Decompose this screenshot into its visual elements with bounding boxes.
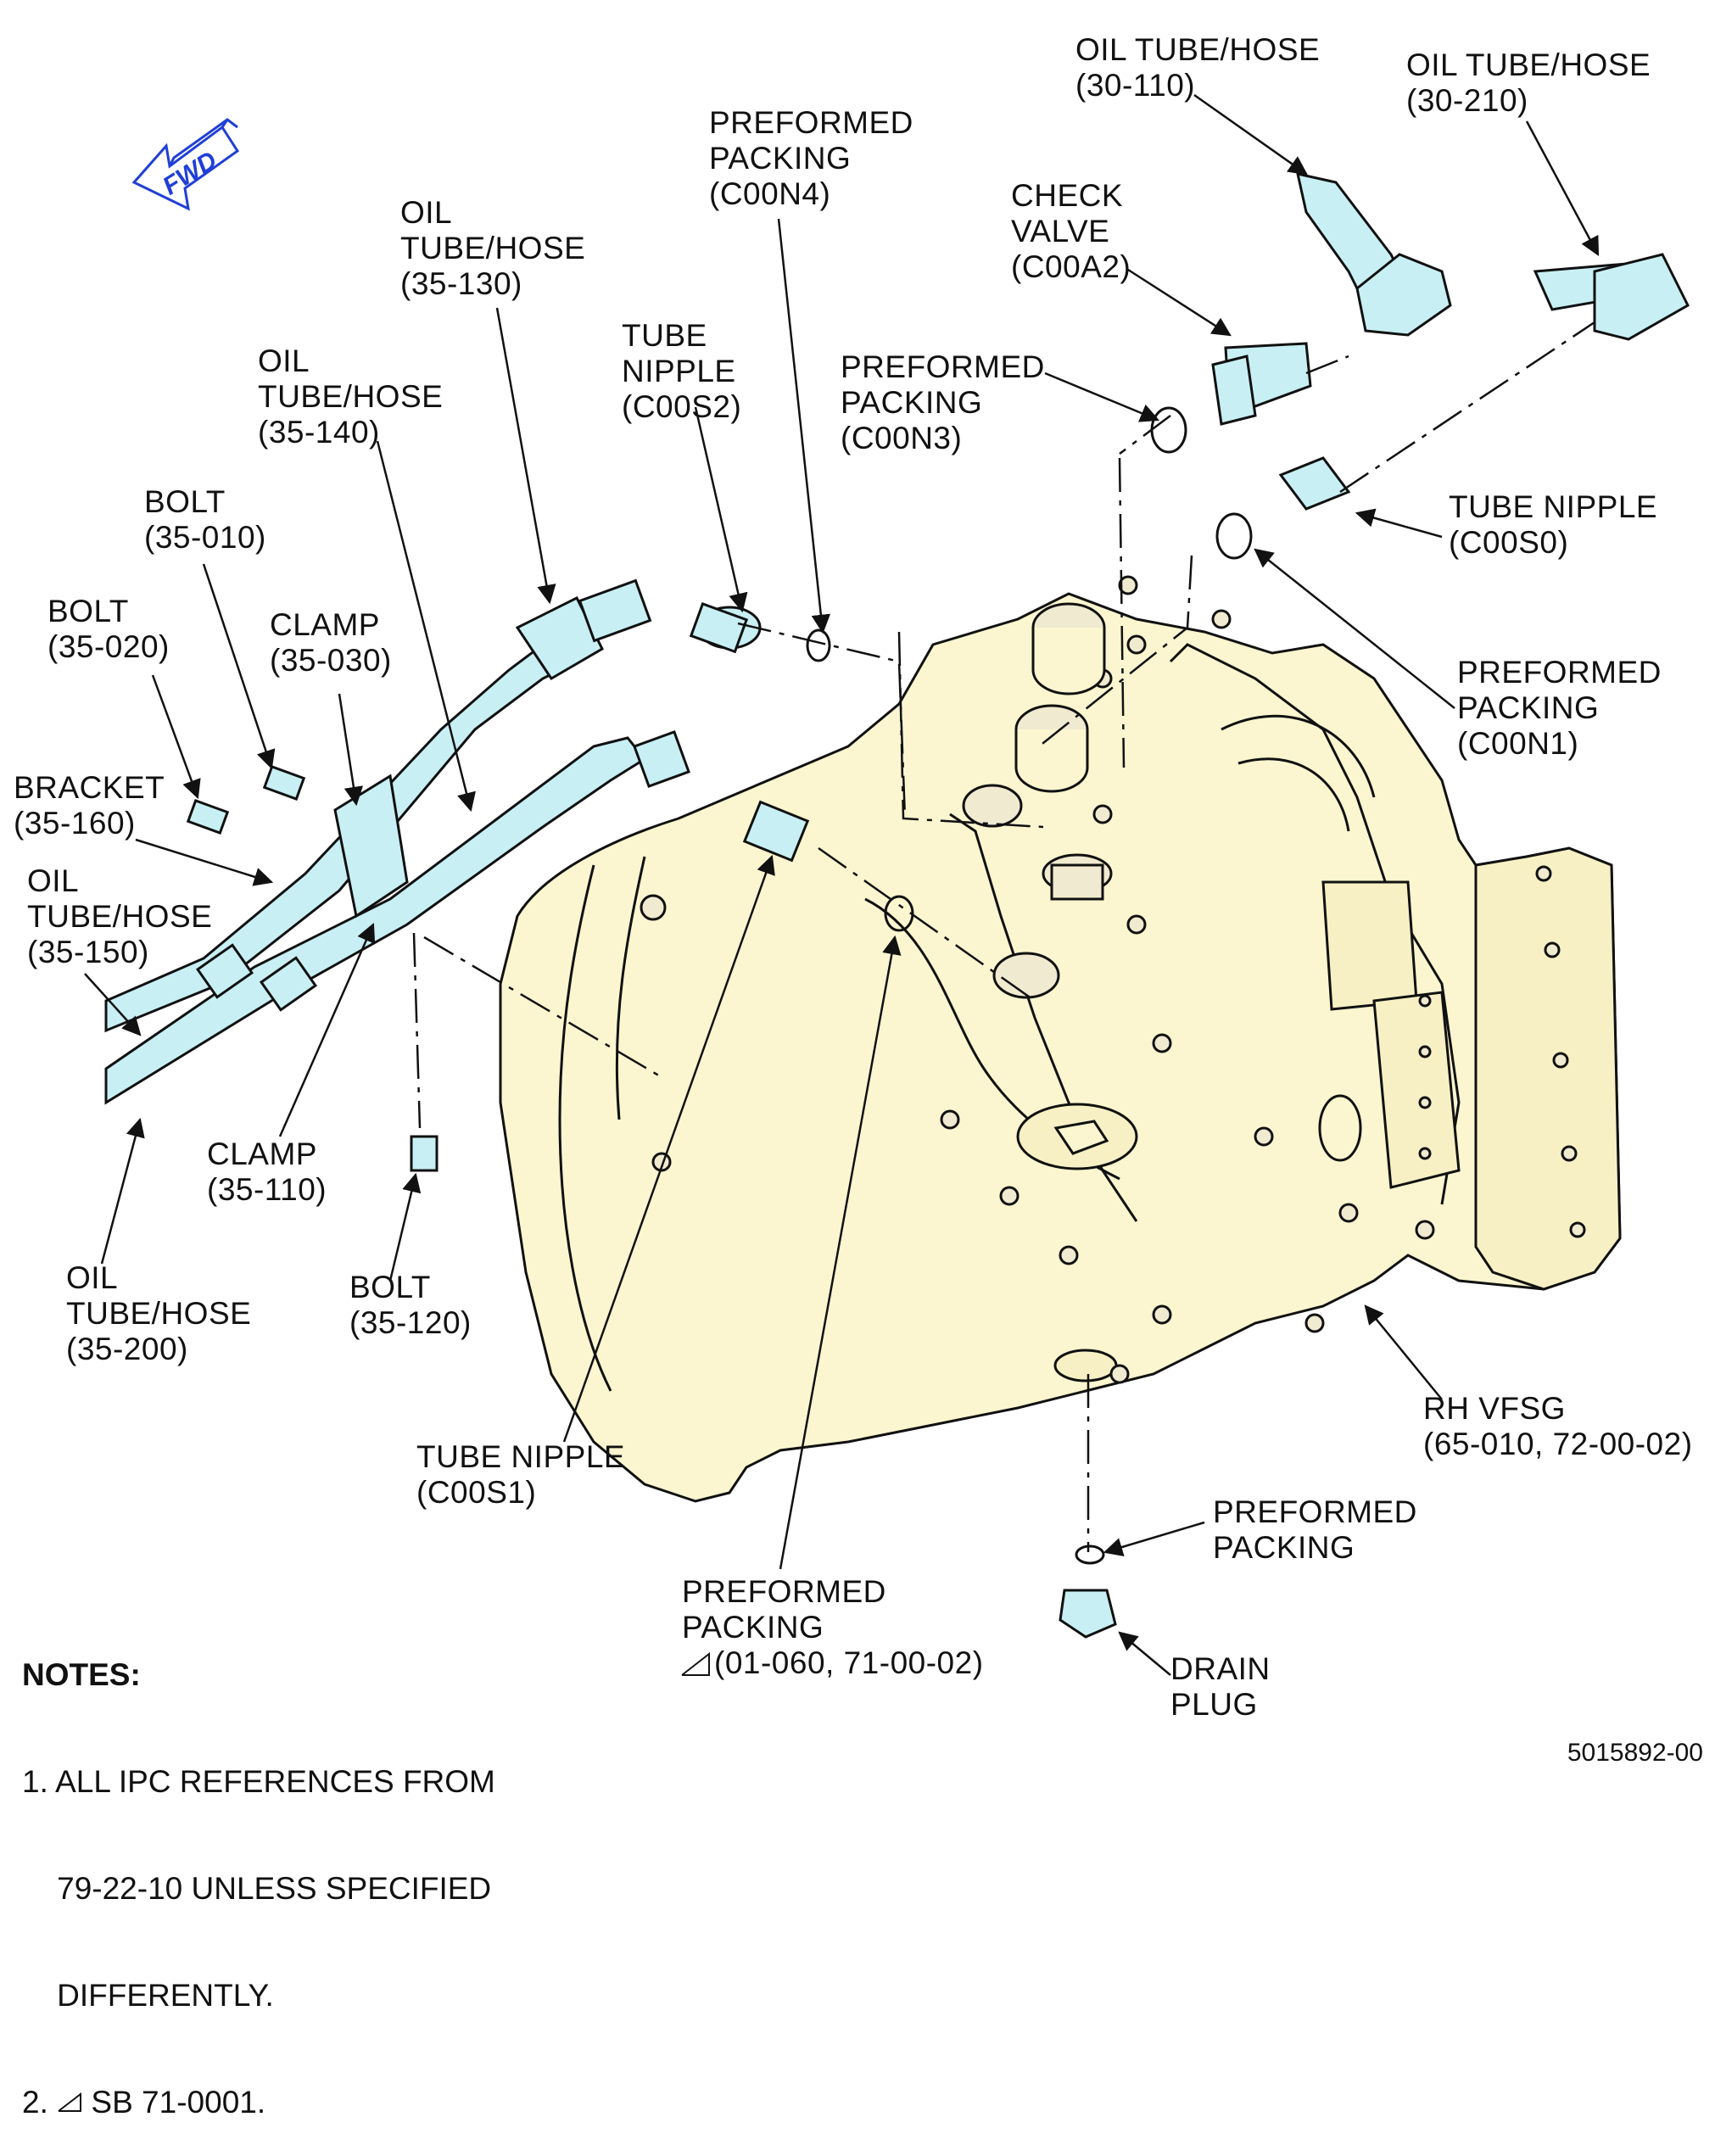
label-rh-vfsg: RH VFSG (65-010, 72-00-02) <box>1423 1391 1693 1461</box>
assembly-lines <box>412 321 1595 1552</box>
label-oil-tube-hose-35-150: OIL TUBE/HOSE (35-150) <box>27 863 213 969</box>
note-2-text: SB 71-0001. <box>82 2085 266 2120</box>
label-bolt-35-020: BOLT (35-020) <box>47 594 170 664</box>
illustration: FWD <box>84 93 1690 1676</box>
note-1-line-3: DIFFERENTLY. <box>22 1978 274 2013</box>
label-clamp-35-110: CLAMP (35-110) <box>207 1137 327 1207</box>
label-check-valve-c00a2: CHECK VALVE (C00A2) <box>1011 178 1131 284</box>
label-oil-tube-hose-35-140: OIL TUBE/HOSE (35-140) <box>258 344 444 450</box>
label-tube-nipple-c00s1: TUBE NIPPLE (C00S1) <box>416 1439 626 1510</box>
note-2-triangle-icon <box>58 2092 82 2112</box>
fwd-arrow-icon: FWD <box>131 118 240 211</box>
label-drain-plug: DRAIN PLUG <box>1170 1651 1271 1722</box>
vfsg-housing <box>499 575 1622 1503</box>
label-oil-tube-hose-30-110: OIL TUBE/HOSE (30-110) <box>1075 32 1321 103</box>
note-2-number: 2. <box>22 2085 58 2120</box>
label-preformed-packing-c00n4: PREFORMED PACKING (C00N4) <box>709 105 913 211</box>
oil-tubes <box>104 172 1690 1639</box>
label-preformed-packing-01-060: PREFORMED PACKING <box>682 1574 886 1645</box>
label-preformed-packing-01-060-ref: (01-060, 71-00-02) <box>714 1645 984 1680</box>
label-oil-tube-hose-30-210: OIL TUBE/HOSE (30-210) <box>1406 47 1651 118</box>
note-1-line-1: 1. ALL IPC REFERENCES FROM <box>22 1764 495 1799</box>
label-preformed-packing-c00n1: PREFORMED PACKING (C00N1) <box>1457 655 1662 761</box>
label-bolt-35-010: BOLT (35-010) <box>144 484 266 555</box>
diagram-canvas: FWD <box>14 32 1703 2120</box>
label-clamp-35-030: CLAMP (35-030) <box>270 607 392 678</box>
label-oil-tube-hose-35-130: OIL TUBE/HOSE (35-130) <box>400 195 586 301</box>
label-bolt-35-120: BOLT (35-120) <box>349 1270 472 1340</box>
leader-lines <box>84 93 1600 1676</box>
note-2: 2. SB 71-0001. <box>22 2085 495 2120</box>
note-1-line-2: 79-22-10 UNLESS SPECIFIED <box>22 1871 492 1906</box>
label-bracket-35-160: BRACKET (35-160) <box>14 770 165 841</box>
document-number: 5015892-00 <box>1567 1739 1703 1767</box>
label-preformed-packing-c00n3: PREFORMED PACKING (C00N3) <box>841 349 1045 455</box>
note-triangle-icon <box>681 1651 710 1676</box>
label-preformed-packing-drain: PREFORMED PACKING <box>1213 1494 1417 1565</box>
label-tube-nipple-c00s0: TUBE NIPPLE (C00S0) <box>1449 489 1658 560</box>
notes-block: NOTES: 1. ALL IPC REFERENCES FROM 79-22-… <box>22 1586 495 2156</box>
notes-header: NOTES: <box>22 1657 141 1692</box>
label-tube-nipple-c00s2: TUBE NIPPLE (C00S2) <box>622 318 742 424</box>
label-oil-tube-hose-35-200: OIL TUBE/HOSE (35-200) <box>66 1260 252 1366</box>
